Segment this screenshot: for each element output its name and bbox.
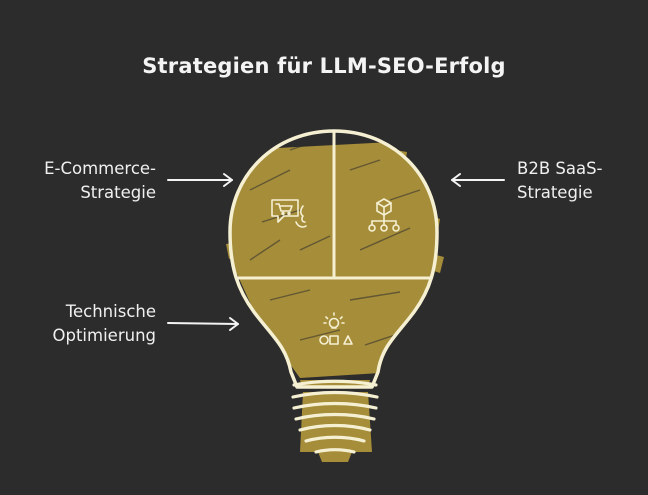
label-b2b-line2: Strategie — [517, 183, 593, 202]
label-ecommerce-line2: Strategie — [80, 183, 156, 202]
label-b2b-line1: B2B SaaS- — [517, 159, 603, 178]
label-ecommerce-line1: E-Commerce- — [44, 159, 156, 178]
arrow-ecommerce — [167, 173, 233, 187]
bulb-fill — [226, 139, 444, 388]
label-ecommerce-strategy: E-Commerce- Strategie — [10, 157, 156, 205]
label-technical-optimization: Technische Optimierung — [10, 300, 157, 348]
bulb-base — [291, 379, 379, 462]
shopping-cart-chat-icon — [271, 199, 307, 228]
arrow-tech — [167, 317, 239, 331]
idea-shapes-icon — [319, 312, 353, 345]
label-b2b-saas-strategy: B2B SaaS- Strategie — [517, 157, 645, 205]
diagram-title: Strategien für LLM-SEO-Erfolg — [142, 54, 506, 78]
bulb-outline — [228, 129, 439, 389]
label-tech-line2: Optimierung — [52, 326, 157, 345]
arrow-b2b — [451, 173, 505, 187]
hierarchy-network-icon — [368, 198, 400, 232]
label-tech-line1: Technische — [65, 302, 156, 321]
